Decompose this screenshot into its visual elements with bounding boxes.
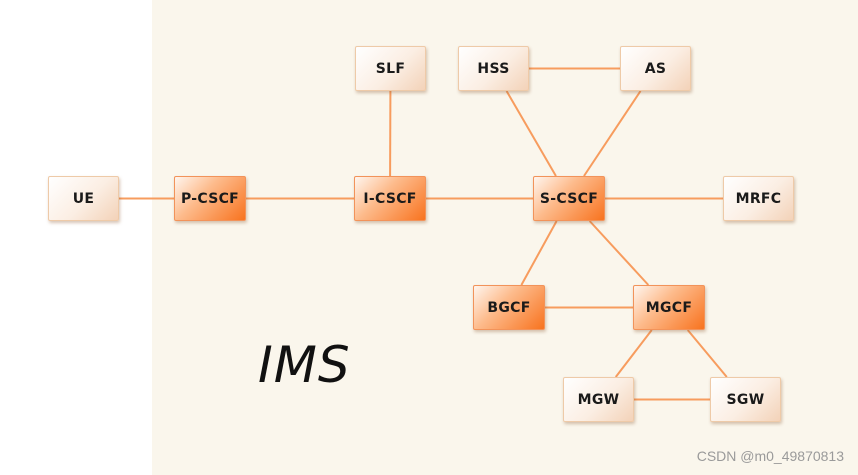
node-mgw: MGW [563, 377, 634, 422]
node-bgcf: BGCF [473, 285, 545, 330]
node-mgcf-label: MGCF [645, 299, 693, 316]
node-mrfc-label: MRFC [735, 190, 782, 207]
node-sgw: SGW [710, 377, 781, 422]
edge-mgcf-sgw [686, 329, 728, 378]
watermark-text: CSDN @m0_49870813 [696, 448, 844, 464]
node-slf: SLF [355, 46, 426, 91]
node-hss: HSS [458, 46, 529, 91]
node-mgcf: MGCF [633, 285, 705, 330]
node-pcscf-label: P-CSCF [180, 190, 240, 207]
node-ue-label: UE [72, 190, 95, 207]
edge-scscf-mgcf [588, 220, 650, 286]
node-scscf: S-CSCF [533, 176, 605, 221]
edge-as-scscf [583, 90, 642, 177]
node-pcscf: P-CSCF [174, 176, 246, 221]
node-hss-label: HSS [477, 60, 510, 77]
node-as-label: AS [644, 60, 667, 77]
node-mgw-label: MGW [577, 391, 620, 408]
node-icscf: I-CSCF [354, 176, 426, 221]
node-as: AS [620, 46, 691, 91]
node-bgcf-label: BGCF [487, 299, 531, 316]
edge-scscf-bgcf [520, 220, 558, 286]
node-sgw-label: SGW [726, 391, 765, 408]
node-ue: UE [48, 176, 119, 221]
node-icscf-label: I-CSCF [363, 190, 417, 207]
node-scscf-label: S-CSCF [539, 190, 599, 207]
node-slf-label: SLF [375, 60, 406, 77]
edge-hss-scscf [505, 90, 557, 177]
edge-mgcf-mgw [614, 329, 653, 378]
node-mrfc: MRFC [723, 176, 794, 221]
ims-title: IMS [258, 336, 351, 394]
